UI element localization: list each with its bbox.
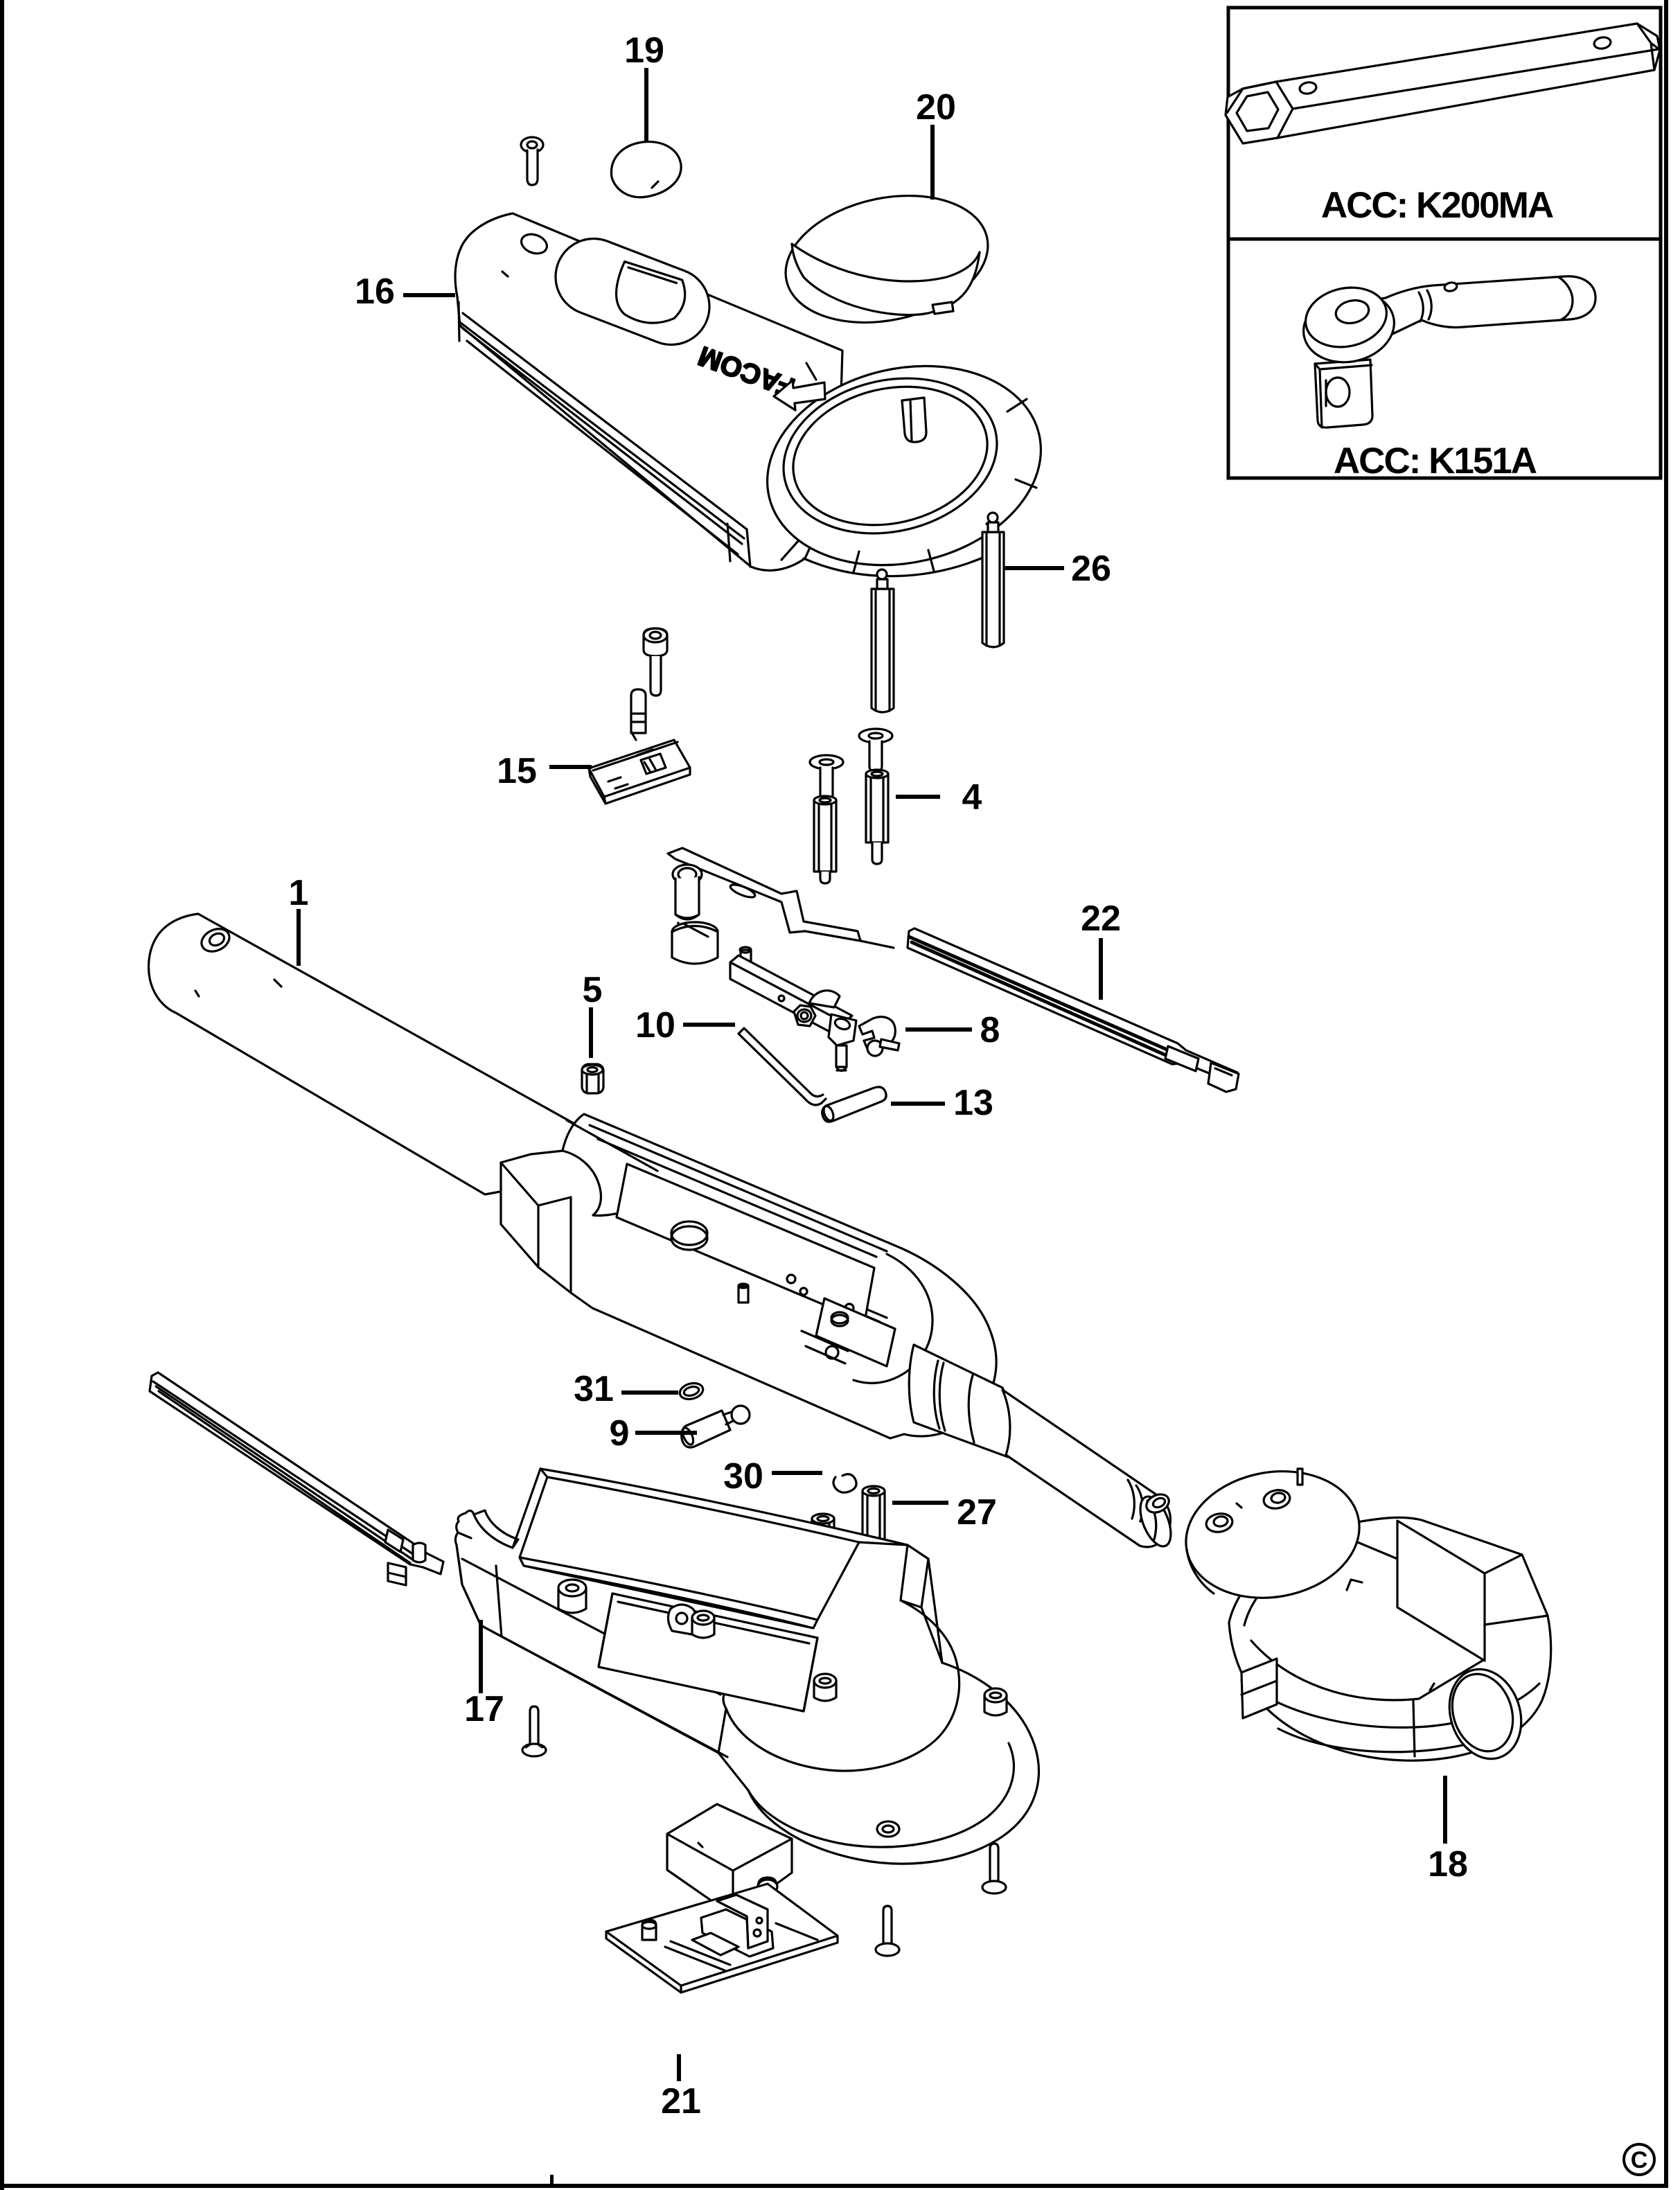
svg-text:4: 4 xyxy=(962,777,982,818)
svg-text:9: 9 xyxy=(610,1413,630,1454)
svg-text:13: 13 xyxy=(953,1083,993,1123)
svg-text:16: 16 xyxy=(355,272,395,312)
svg-text:17: 17 xyxy=(464,1689,504,1729)
svg-text:26: 26 xyxy=(1071,549,1111,589)
svg-text:8: 8 xyxy=(980,1010,1000,1050)
svg-text:18: 18 xyxy=(1428,1844,1468,1884)
svg-text:ACC: K151A: ACC: K151A xyxy=(1334,441,1537,482)
svg-text:27: 27 xyxy=(957,1492,997,1533)
svg-text:20: 20 xyxy=(916,87,956,127)
svg-text:5: 5 xyxy=(583,970,603,1010)
svg-text:21: 21 xyxy=(661,2081,701,2121)
svg-text:15: 15 xyxy=(497,751,537,791)
svg-text:31: 31 xyxy=(574,1369,614,1409)
svg-text:ACC: K200MA: ACC: K200MA xyxy=(1321,185,1553,226)
svg-text:1: 1 xyxy=(289,873,309,913)
svg-text:10: 10 xyxy=(635,1005,675,1045)
svg-text:30: 30 xyxy=(723,1456,763,1496)
svg-text:C: C xyxy=(1631,2147,1648,2173)
svg-text:22: 22 xyxy=(1081,899,1121,939)
svg-text:19: 19 xyxy=(624,30,664,71)
